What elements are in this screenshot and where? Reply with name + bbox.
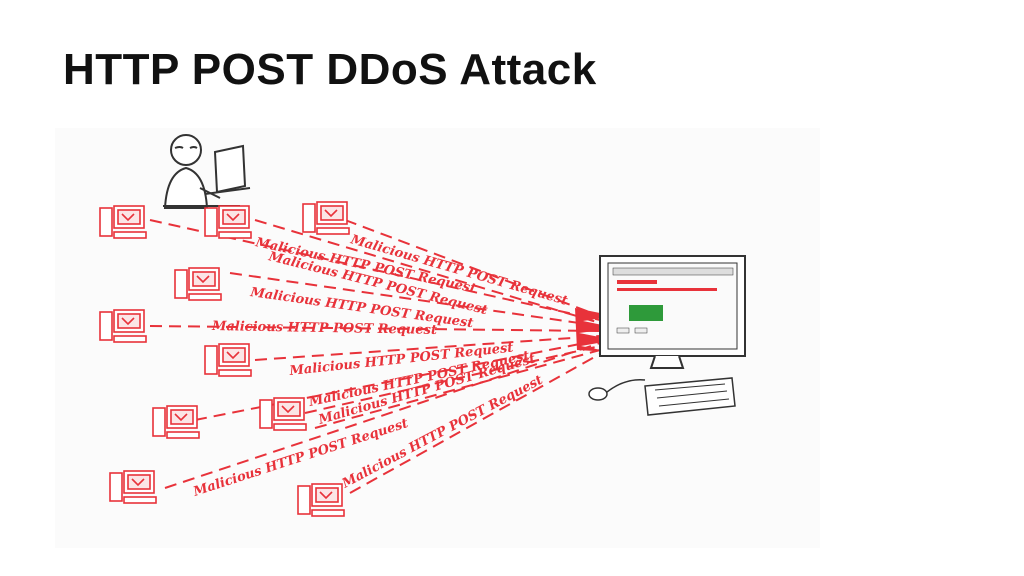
infected-computer-icon (259, 397, 307, 431)
keyboard-icon (644, 377, 736, 416)
infected-computer-icon (99, 309, 147, 343)
infected-computer-icon (204, 343, 252, 377)
slide-title: HTTP POST DDoS Attack (63, 45, 597, 94)
infected-computer-icon (297, 483, 345, 517)
infected-computer-icon (109, 470, 157, 504)
infected-computer-icon (152, 405, 200, 439)
ddos-illustration: Malicious HTTP POST Request Malicious HT… (55, 128, 820, 548)
infected-computer-icon (302, 201, 350, 235)
infected-computer-icon (99, 205, 147, 239)
mouse-icon (588, 379, 646, 401)
laptop-icon (204, 144, 251, 195)
attacker-person-icon (163, 134, 240, 209)
infected-computer-icon (204, 205, 252, 239)
request-label-5: Malicious HTTP POST Request (211, 319, 437, 338)
server-monitor-icon (599, 255, 746, 369)
infected-computer-icon (174, 267, 222, 301)
